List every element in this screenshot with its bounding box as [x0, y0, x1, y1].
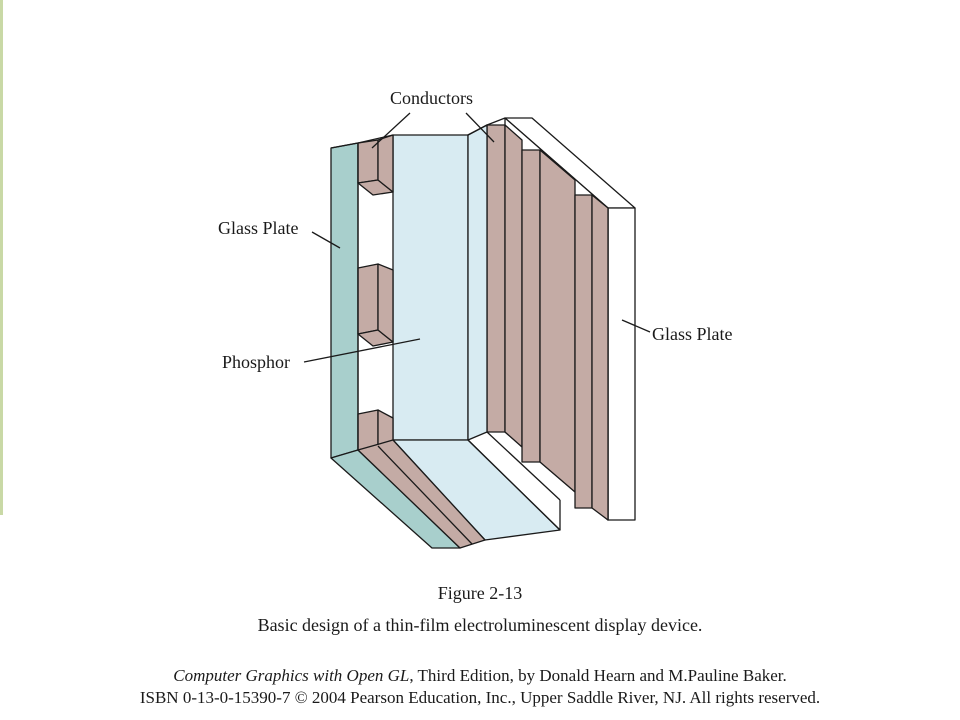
- glass-plate-left-label: Glass Plate: [218, 218, 299, 238]
- figure-caption: Basic design of a thin-film electrolumin…: [257, 615, 703, 635]
- vertical-conductor-3: [521, 149, 541, 463]
- rear-glass-plate-side: [607, 207, 636, 521]
- book-credit-rest: , Third Edition, by Donald Hearn and M.P…: [409, 666, 787, 685]
- glass-plate-right-label: Glass Plate: [652, 324, 733, 344]
- vertical-conductor-5: [574, 194, 593, 509]
- vertical-conductor-1: [486, 124, 506, 433]
- conductors-leader-right: [465, 112, 495, 143]
- vertical-conductor-6: [591, 194, 609, 521]
- book-title: Computer Graphics with Open GL: [173, 666, 410, 685]
- left-accent-border: [0, 0, 3, 515]
- horizontal-conductor-3-bottom: [357, 439, 486, 549]
- horizontal-conductor-2: [357, 263, 379, 335]
- phosphor-label: Phosphor: [222, 352, 290, 372]
- glass-plate-left-leader: [311, 231, 341, 249]
- phosphor-leader: [303, 338, 421, 363]
- figure-number: Figure 2-13: [437, 583, 523, 603]
- glass-plate-right-leader: [621, 319, 651, 333]
- conductors-leader-left: [371, 112, 411, 149]
- conductors-label: Conductors: [390, 88, 473, 108]
- phosphor-layer-side: [467, 124, 488, 441]
- vertical-conductor-2: [504, 124, 523, 448]
- vertical-conductor-4: [539, 149, 576, 493]
- front-glass-plate-front: [330, 142, 359, 459]
- horizontal-conductor-1: [357, 139, 379, 184]
- horizontal-conductor-3: [357, 409, 379, 451]
- copyright-line: ISBN 0-13-0-15390-7 © 2004 Pearson Educa…: [139, 688, 821, 707]
- phosphor-layer-front: [392, 134, 469, 441]
- horizontal-conductor-2-side: [377, 263, 394, 343]
- book-credit-line: Computer Graphics with Open GL, Third Ed…: [0, 665, 960, 687]
